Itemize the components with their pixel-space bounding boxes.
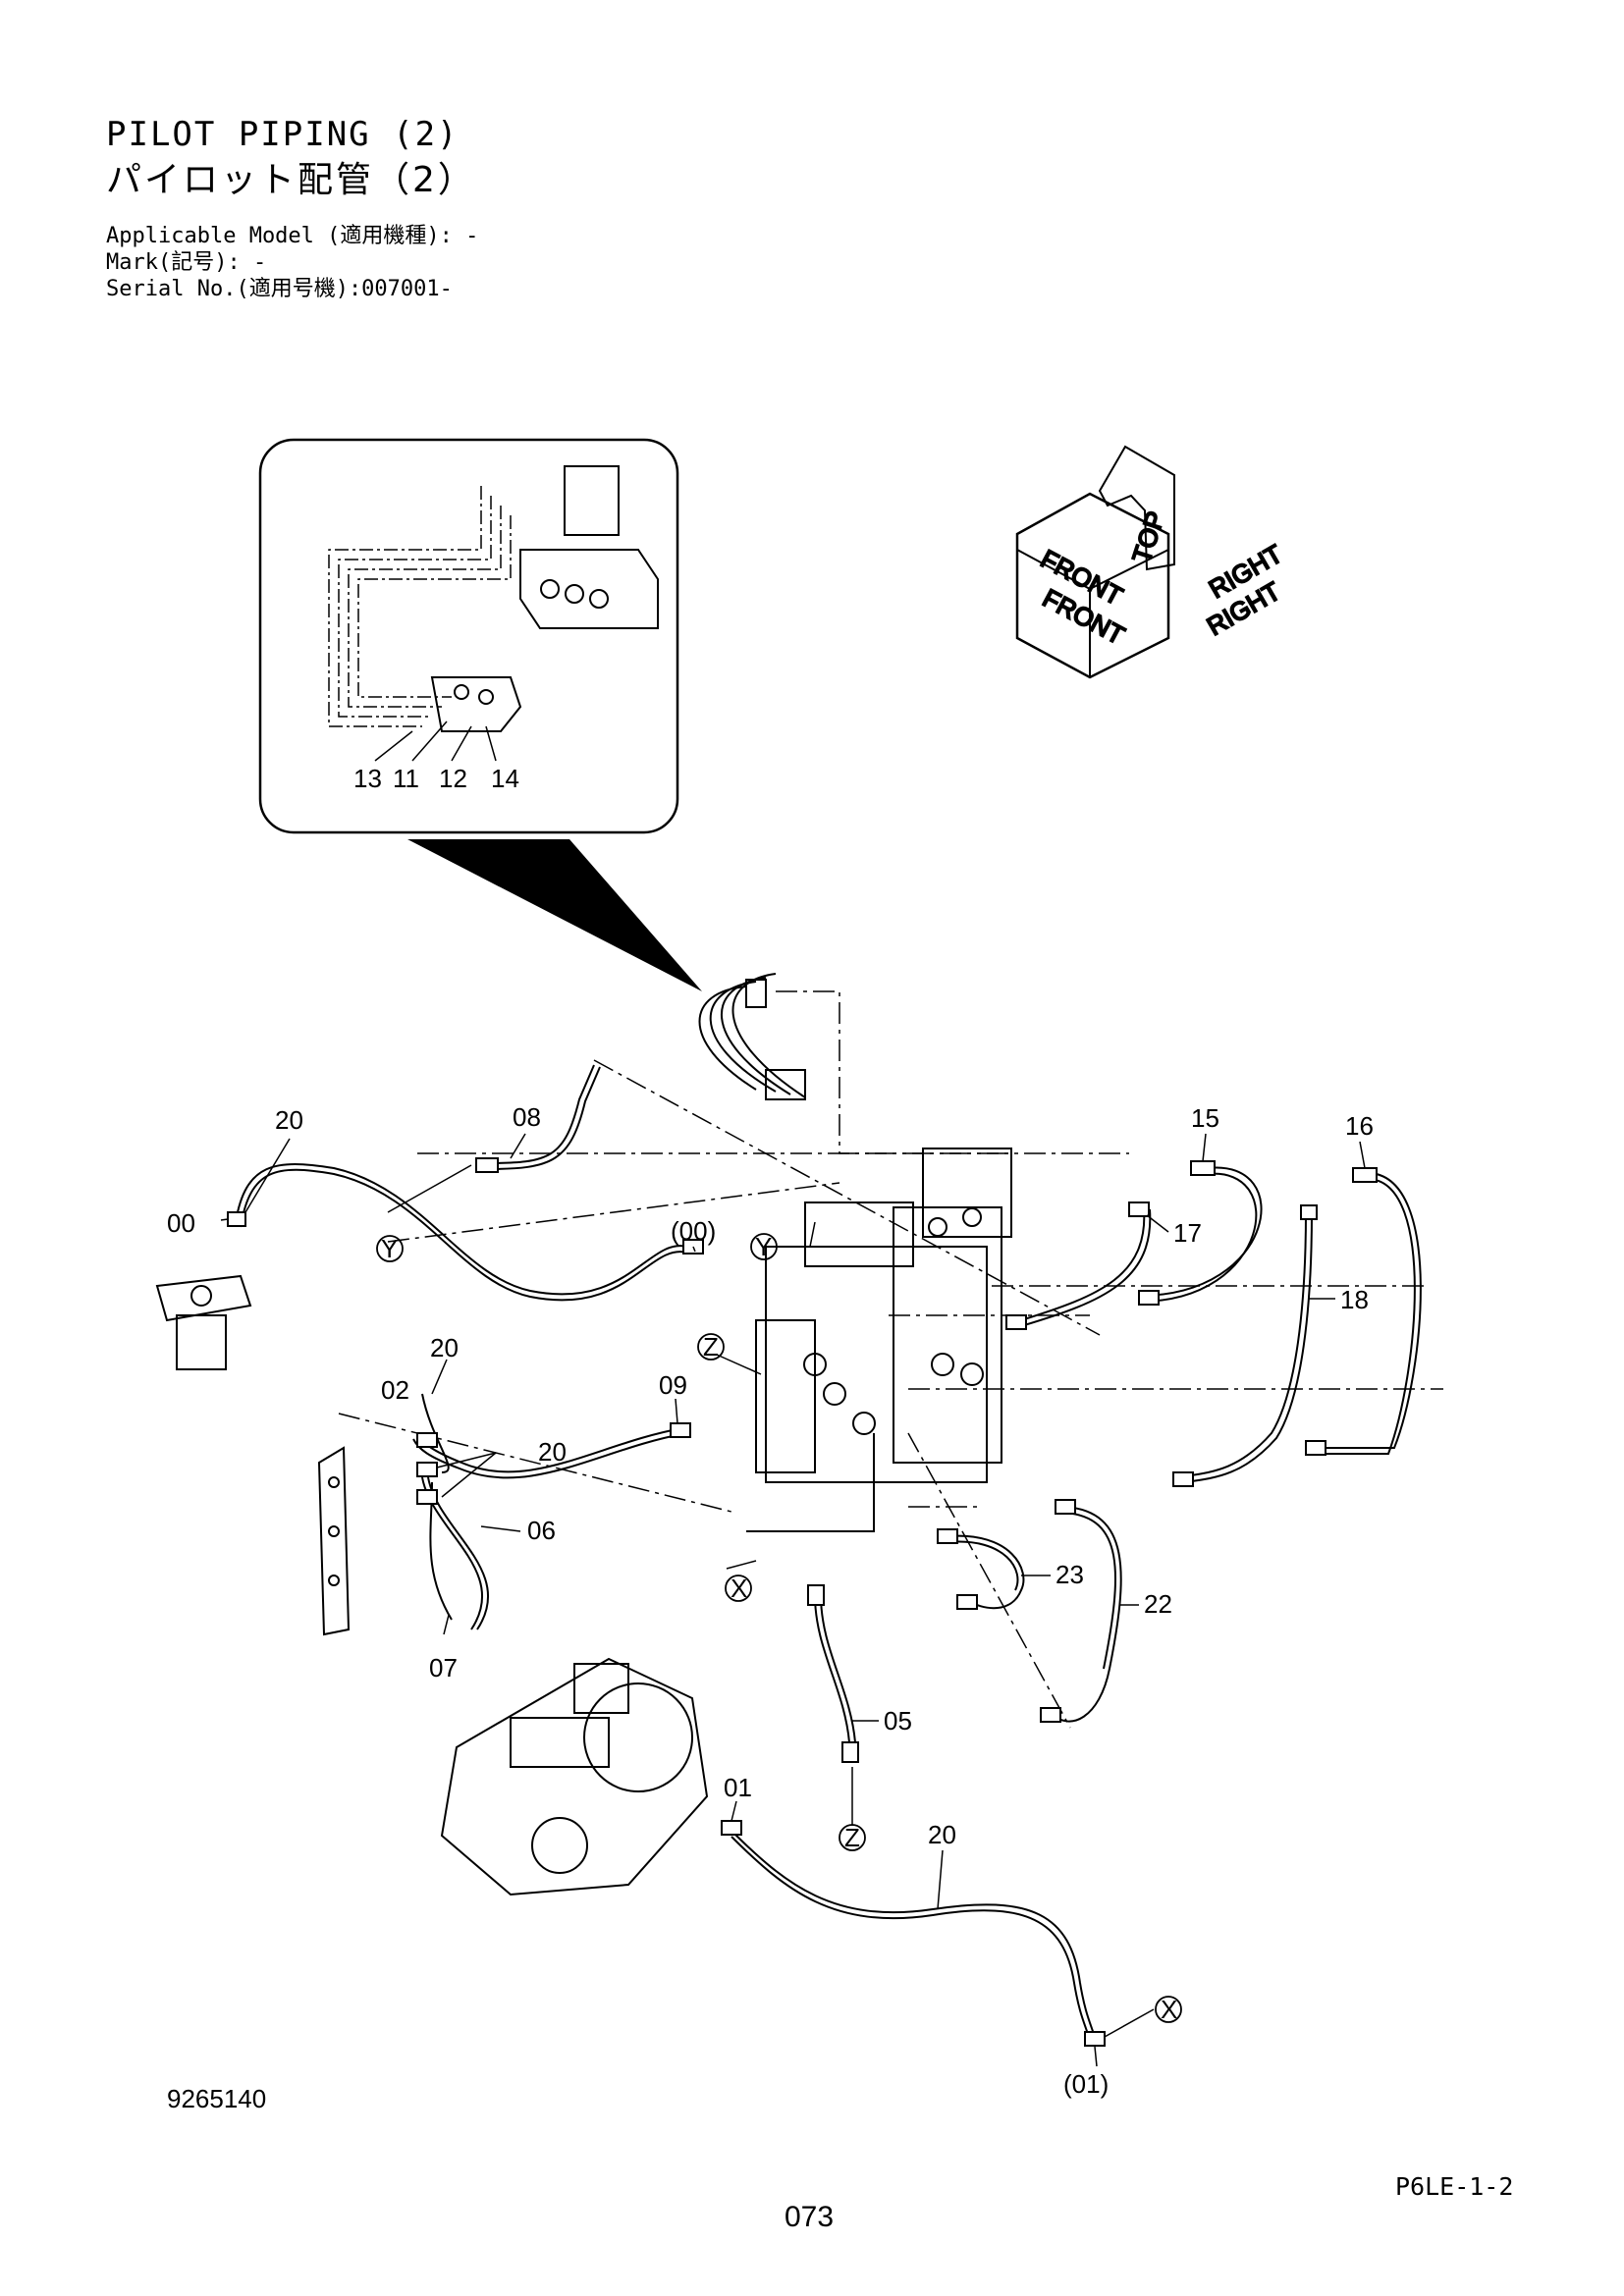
connector-y-center: Y: [755, 1232, 772, 1261]
callout-06: 06: [527, 1516, 556, 1545]
mounting-bracket: [317, 1446, 351, 1636]
connector-marks: [376, 1233, 1182, 2023]
main-pump: [440, 1657, 709, 1896]
callout-16: 16: [1345, 1111, 1374, 1141]
hose-02: [421, 1393, 450, 1473]
hose-16: [1316, 1172, 1422, 1449]
hose-05: [814, 1594, 850, 1743]
callout-11: 11: [393, 764, 419, 793]
callout-13: 13: [353, 764, 382, 793]
callout-05: 05: [884, 1706, 912, 1735]
callout-01-ref: (01): [1063, 2069, 1109, 2099]
callout-20-top: 20: [275, 1105, 303, 1135]
callout-15: 15: [1191, 1103, 1219, 1133]
connector-z-bottom: Z: [844, 1823, 860, 1852]
hose-18: [1177, 1211, 1307, 1478]
connector-x-bottom: X: [1161, 1995, 1177, 2024]
orientation-indicator: TOP FRONT RIGHT FRONT RIGHT: [1015, 445, 1288, 679]
detail-inset: 13 11 12 14: [258, 438, 702, 991]
drawing-number: 9265140: [167, 2084, 267, 2113]
callout-12: 12: [439, 764, 467, 793]
callout-09: 09: [659, 1370, 687, 1400]
callout-02: 02: [381, 1375, 409, 1405]
callout-20-mid: 20: [538, 1437, 567, 1467]
page-title-japanese: パイロット配管（2）: [106, 160, 476, 200]
fittings: [227, 1157, 1378, 2047]
callout-23: 23: [1056, 1560, 1084, 1589]
hose-20-top: [235, 1162, 688, 1296]
hose-20-bottom: [731, 1830, 1096, 2038]
connector-z-center: Z: [703, 1332, 719, 1362]
connector-x-center: X: [731, 1574, 747, 1603]
callout-20-left: 20: [430, 1333, 459, 1362]
serial-no: Serial No.(適用号機):007001-: [106, 277, 453, 301]
callout-20-bottom: 20: [928, 1820, 956, 1849]
pilot-filter: [155, 1274, 252, 1370]
control-valve: [746, 1148, 1012, 1532]
hoses: [235, 1064, 1422, 2038]
page-number: 073: [785, 2201, 835, 2233]
hose-22: [1050, 1506, 1122, 1723]
leader-lines: [220, 1133, 1366, 2067]
callout-22: 22: [1144, 1589, 1172, 1619]
callout-08: 08: [513, 1102, 541, 1132]
applicable-model: Applicable Model (適用機種): -: [106, 224, 479, 248]
callout-17: 17: [1173, 1218, 1202, 1248]
callout-18: 18: [1340, 1285, 1369, 1314]
hose-08: [485, 1064, 595, 1164]
page-title: PILOT PIPING (2): [106, 115, 460, 154]
callout-01: 01: [724, 1773, 752, 1802]
hose-17: [1020, 1206, 1146, 1321]
connector-y-left: Y: [381, 1234, 398, 1263]
inset-hose-bundle: [698, 973, 806, 1100]
callout-14: 14: [491, 764, 519, 793]
callout-00: 00: [167, 1208, 195, 1238]
section-code: P6LE-1-2: [1395, 2172, 1514, 2201]
hose-15: [1138, 1166, 1263, 1297]
center-lines: [338, 990, 1443, 1729]
hose-23: [947, 1534, 1025, 1610]
mark: Mark(記号): -: [106, 250, 267, 275]
callout-00-ref: (00): [671, 1216, 716, 1246]
callout-07: 07: [429, 1653, 458, 1682]
